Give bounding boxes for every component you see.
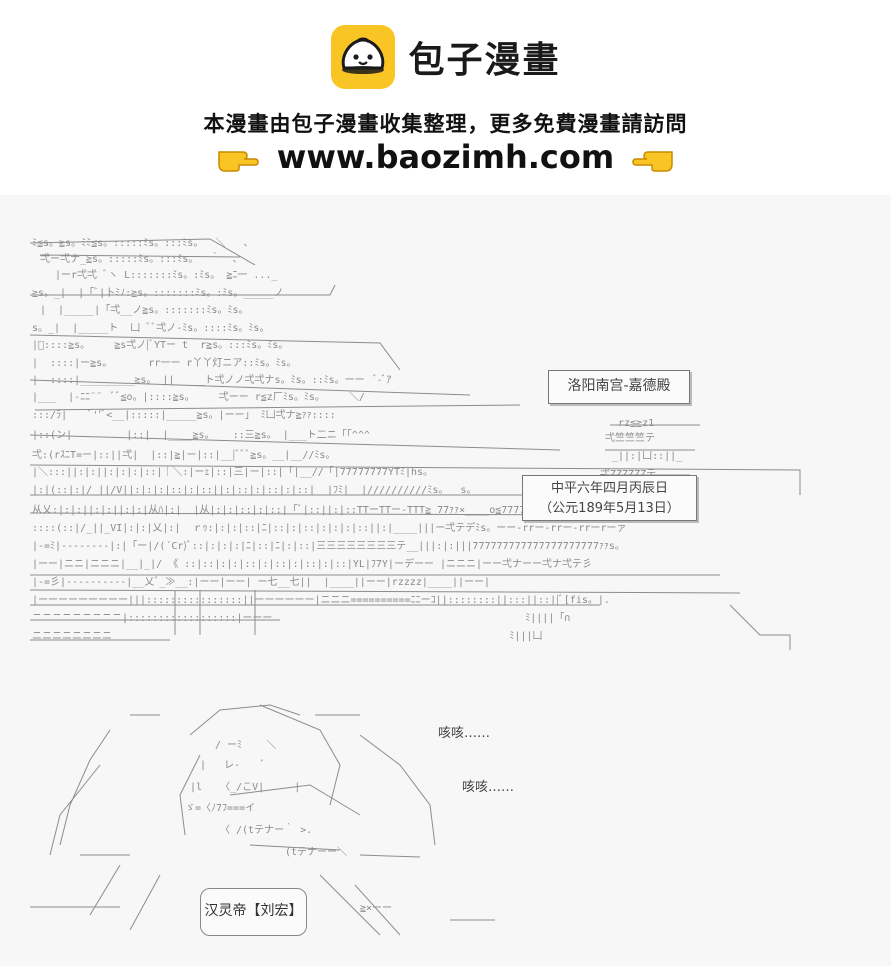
ascii-roof-line-2: 弌ー弌ナ_≧s。:::::ﾐs。:::ﾐs。 ｀ 、: [40, 254, 243, 265]
ascii-roof-line-5: | |_____|「弌__ノ≧s。:::::::ﾐs。ﾐs。: [40, 305, 249, 316]
brand-name: 包子漫畫: [408, 40, 561, 81]
ascii-roof-line-9: | ::::|_________≧s。 ||_____ト弌ノノ弌弌ナs。ﾐs。:…: [32, 375, 392, 386]
ascii-step-line-3: ニニニニニニニニ ﾐ|||凵: [32, 631, 543, 642]
ascii-emperor-line-1: / ーﾐ ＼: [215, 740, 277, 751]
collection-notice: 本漫畫由包子漫畫收集整理，更多免費漫畫請訪問: [203, 112, 688, 136]
character-name-box: 汉灵帝【刘宏】: [200, 888, 307, 936]
ascii-emperor-line-3: |l 〈_/こV| |: [190, 782, 301, 793]
site-url[interactable]: www.baozimh.com: [276, 138, 615, 176]
brand-row: 包子漫畫: [0, 24, 891, 90]
ascii-roof-line-3: |ーr弌弌 ﾞヽ L:::::::ﾐs。:ﾐs。 ≧ﾆ一 ..._: [55, 270, 278, 281]
cough-text-1: 咳咳……: [438, 726, 491, 741]
bun-mascot-icon: [331, 25, 396, 89]
date-caption-box: 中平六年四月丙辰日 （公元189年5月13日）: [522, 475, 697, 521]
ascii-pagoda-line-2: 弌竺竺竺テ: [605, 433, 655, 444]
ascii-hall-line-3: |:|(::|:|/_||/V||:|:|:|::|:|::||:|::|:|:…: [32, 485, 477, 496]
ascii-step-line-2: ニニニニニニニニニ|::::::::::::::::::|ーーー ﾐ||||「∩: [32, 613, 571, 624]
ascii-roof-line-7: |ﾞ::::≧s。 ≧s弌ノ|ﾞYTー t r≧s。:::ﾐs。ﾐs。: [32, 340, 289, 351]
cough-text-2: 咳咳……: [462, 780, 515, 795]
pointing-left-hand-icon: [632, 151, 673, 172]
ascii-hall-line-6: |-=ﾐ|--------|:|「ー|/(´Cr)ﾞ::|:|:|:|ﾆ|::|…: [32, 541, 625, 552]
ascii-hall-line-5: ::::(::|/_||_VI|:|:|乂|:| ｒｩ:|:|:|::|ﾆ|::…: [32, 523, 627, 534]
ascii-hall-line-4: 从乂:|:|:||:|:||:|:|从ﾊ|:| |从|:|:|::|:|::|「…: [32, 505, 566, 516]
ascii-emperor-line-4: ゞ=〈ﾉ7ﾌ===イ: [185, 803, 256, 814]
pointing-right-hand-icon: [218, 151, 259, 172]
ascii-roof-line-1: ﾐ≦s。≧s。ﾐﾐ≦s。:::::ﾐs。:::ﾐs。 ＼ 、: [32, 238, 254, 249]
ascii-art-panel: ﾐ≦s。≧s。ﾐﾐ≦s。:::::ﾐs。:::ﾐs。 ＼ 、 弌ー弌ナ_≧s。:…: [0, 195, 891, 966]
ascii-pagoda-line-1: rz≦≧z1: [618, 418, 655, 429]
ascii-hall-line-7: |ーー|ニニ|ニニニ|__|_|/ 《 ::|::|:|:|::|:|::|:|…: [32, 559, 593, 570]
date-caption-line1: 中平六年四月丙辰日: [550, 481, 668, 496]
ascii-emperor-line-5: 〈 /(tテナー｀ >.: [220, 825, 313, 836]
ascii-emperor-line-6: (tテナーー＼: [285, 847, 348, 858]
ascii-emperor-line-2: | レ- ﾞ: [200, 760, 266, 771]
url-row: www.baozimh.com: [0, 138, 891, 176]
ascii-pagoda-line-4: 弌ZZZZZZテ: [600, 469, 656, 481]
date-caption-line2: （公元189年5月13日）: [539, 501, 680, 516]
ascii-roof-line-11: :::/ﾗ| ﾞ''ﾞ<__|:::::|_____≧s。|ーー」 ﾐ凵弌ナ≧ｧ…: [32, 410, 336, 421]
ascii-hall-line-1: 弌:(rｽﾆT=ー|::||弌| |::|≧|ー|::|__|ﾞﾞﾞ≧s。__|…: [32, 450, 336, 461]
ascii-roof-line-6: s。_| |_____ト 凵 ﾞﾞ弌ノ-ﾐs。::::ﾐs。ﾐs。: [32, 323, 270, 334]
ascii-pagoda-line-3: _||:|凵::||_: [612, 451, 683, 462]
ascii-roof-line-10: |___ |-ﾆﾆ¨¨ ﾞﾞ≦o。|::::≧s。 弌ーー r≦z厂ﾐs。ﾐs。…: [32, 392, 365, 403]
ascii-roof-line-4: ≧s。_| |「ﾞ|卜ﾐﾉ:≧s。:::::::ﾐs。:ﾐs。_____ノ: [32, 288, 284, 299]
ascii-step-line-1: |ーーーーーーーーー|||::::::::::::::::||ーーーーーー|ニニ…: [32, 595, 610, 606]
watermark-banner: 包子漫畫 本漫畫由包子漫畫收集整理，更多免費漫畫請訪問 www.baozimh.…: [0, 0, 891, 195]
ascii-hall-line-8: |-=彡|----------|__乂ﾞ_≫__:|ーー|ーー| ー七__七||…: [32, 577, 491, 588]
ascii-roof-line-8: | ::::|ー≧s。 rr一ー r丫丫灯ニア::ﾐs。ﾐs。: [32, 358, 297, 369]
ascii-emperor-line-7: ≧×ーー: [360, 903, 393, 914]
ascii-roof-line-12: |::(ン| |::| |____≧s。__ ::三≧s。 |___ト二ニ「「^…: [32, 430, 370, 441]
ascii-hall-line-2: |＼:::||:|:||:|:|:|::|｜＼:|ーｪ|::|三|ー|::|「|…: [32, 467, 434, 478]
place-caption-box: 洛阳南宫-嘉德殿: [548, 370, 690, 404]
